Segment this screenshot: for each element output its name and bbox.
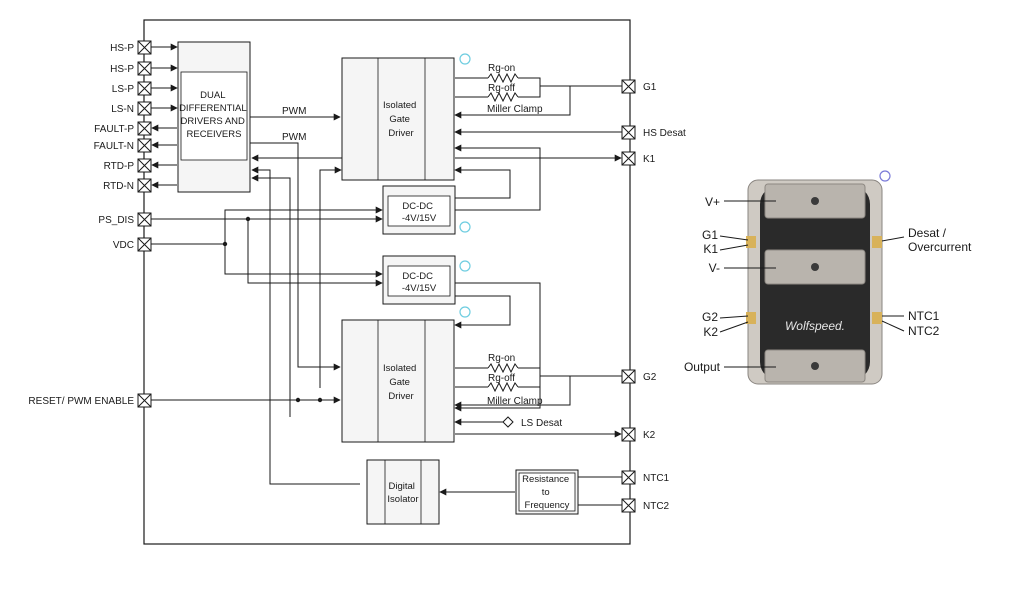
feedback-lines bbox=[251, 154, 360, 485]
ls-desat-label: LS Desat bbox=[521, 418, 562, 429]
ntc-lines bbox=[439, 476, 622, 506]
pin-left-1: HS-P bbox=[110, 61, 152, 76]
pin-right-ntc2: NTC2 bbox=[621, 498, 670, 513]
power-module: Wolfspeed. bbox=[746, 170, 891, 385]
pin-left-4-label: FAULT-P bbox=[94, 124, 134, 135]
pin-left-7: RTD-N bbox=[103, 178, 152, 193]
power-lines bbox=[151, 144, 541, 412]
module-callouts bbox=[719, 200, 905, 368]
pin-right-g1-label: G1 bbox=[643, 82, 657, 93]
label-overcurrent: Overcurrent bbox=[908, 240, 972, 254]
junction-dots bbox=[222, 216, 323, 403]
label-output: Output bbox=[684, 360, 721, 374]
label-desat: Desat / bbox=[908, 226, 947, 240]
pin-left-6-label: RTD-P bbox=[104, 161, 135, 172]
signal-pins bbox=[746, 236, 882, 324]
lower-outputs bbox=[454, 362, 622, 438]
gate-driver-lower-text: Isolated Gate Driver bbox=[383, 363, 419, 402]
pin-left-0: HS-P bbox=[110, 40, 152, 55]
label-ntc2: NTC2 bbox=[908, 324, 940, 338]
module-marker bbox=[879, 170, 891, 182]
pin-right-hs-desat: HS Desat bbox=[621, 125, 686, 140]
pwm-lines bbox=[250, 113, 341, 371]
rg-on-lower: Rg-on bbox=[488, 353, 515, 364]
ps-dis-label: PS_DIS bbox=[98, 215, 134, 226]
miller-upper: Miller Clamp bbox=[487, 104, 543, 115]
pin-left-5: FAULT-N bbox=[94, 138, 152, 153]
pin-left-6: RTD-P bbox=[104, 158, 152, 173]
gate-driver-upper bbox=[341, 57, 455, 181]
pin-right-g2-label: G2 bbox=[643, 372, 657, 383]
vdc-label: VDC bbox=[113, 240, 134, 251]
rg-on-upper: Rg-on bbox=[488, 63, 515, 74]
pin-left-5-label: FAULT-N bbox=[94, 141, 134, 152]
pwm-label-1: PWM bbox=[282, 106, 306, 117]
res-to-freq-text: Resistance to Frequency bbox=[522, 474, 572, 511]
pin-left-3-label: LS-N bbox=[111, 104, 134, 115]
pin-left-2-label: LS-P bbox=[112, 84, 135, 95]
pin-left-3: LS-N bbox=[111, 101, 152, 116]
pin-right-ntc2-label: NTC2 bbox=[643, 501, 670, 512]
module-logo: Wolfspeed. bbox=[785, 319, 845, 333]
cyan-markers bbox=[459, 53, 471, 318]
pin-arrows bbox=[151, 43, 178, 189]
pin-right-g2: G2 bbox=[621, 369, 657, 384]
dcdc-upper-text: DC-DC -4V/15V bbox=[402, 201, 437, 224]
ls-desat-diamond bbox=[502, 416, 514, 428]
reset-label: RESET/ PWM ENABLE bbox=[28, 396, 134, 407]
label-g2: G2 bbox=[702, 310, 718, 324]
gate-driver-upper-text: Isolated Gate Driver bbox=[383, 100, 419, 139]
pin-left-1-label: HS-P bbox=[110, 64, 134, 75]
pin-left-7-label: RTD-N bbox=[103, 181, 134, 192]
pin-right-g1: G1 bbox=[621, 79, 657, 94]
pin-vdc: VDC bbox=[113, 237, 152, 252]
pwm-label-2: PWM bbox=[282, 132, 306, 143]
dcdc-lower-text: DC-DC -4V/15V bbox=[402, 271, 437, 294]
pin-right-ntc1-label: NTC1 bbox=[643, 473, 670, 484]
digital-isolator bbox=[366, 459, 440, 525]
module-labels: V+ G1 K1 V- G2 K2 Output Desat / Overcur… bbox=[684, 195, 972, 374]
label-ntc1: NTC1 bbox=[908, 309, 940, 323]
pin-right-ntc1: NTC1 bbox=[621, 470, 670, 485]
dual-diff-text: DUAL DIFFERENTIAL DRIVERS AND RECEIVERS bbox=[179, 90, 249, 140]
pin-left-0-label: HS-P bbox=[110, 43, 134, 54]
pin-left-4: FAULT-P bbox=[94, 121, 152, 136]
label-g1: G1 bbox=[702, 228, 718, 242]
label-v-minus: V- bbox=[709, 261, 720, 275]
digital-isolator-text: Digital Isolator bbox=[387, 481, 418, 505]
pin-right-k2-label: K2 bbox=[643, 430, 656, 441]
label-k2: K2 bbox=[703, 325, 718, 339]
label-v-plus: V+ bbox=[705, 195, 720, 209]
rg-off-upper: Rg-off bbox=[488, 83, 515, 94]
rg-off-lower: Rg-off bbox=[488, 373, 515, 384]
pin-right-k1: K1 bbox=[621, 151, 656, 166]
pin-left-2: LS-P bbox=[112, 81, 152, 96]
miller-lower: Miller Clamp bbox=[487, 396, 543, 407]
gate-driver-lower bbox=[341, 319, 455, 443]
left-pin-group: HS-P HS-P LS-P LS-N FAULT-P FAULT-N RTD-P RTD-N bbox=[94, 40, 152, 193]
pin-right-hs-desat-label: HS Desat bbox=[643, 128, 686, 139]
upper-outputs bbox=[454, 72, 622, 162]
pin-ps-dis: PS_DIS bbox=[98, 212, 152, 227]
pin-reset: RESET/ PWM ENABLE bbox=[28, 393, 152, 408]
label-k1: K1 bbox=[703, 242, 718, 256]
pin-right-k1-label: K1 bbox=[643, 154, 656, 165]
pin-right-k2: K2 bbox=[621, 427, 656, 442]
